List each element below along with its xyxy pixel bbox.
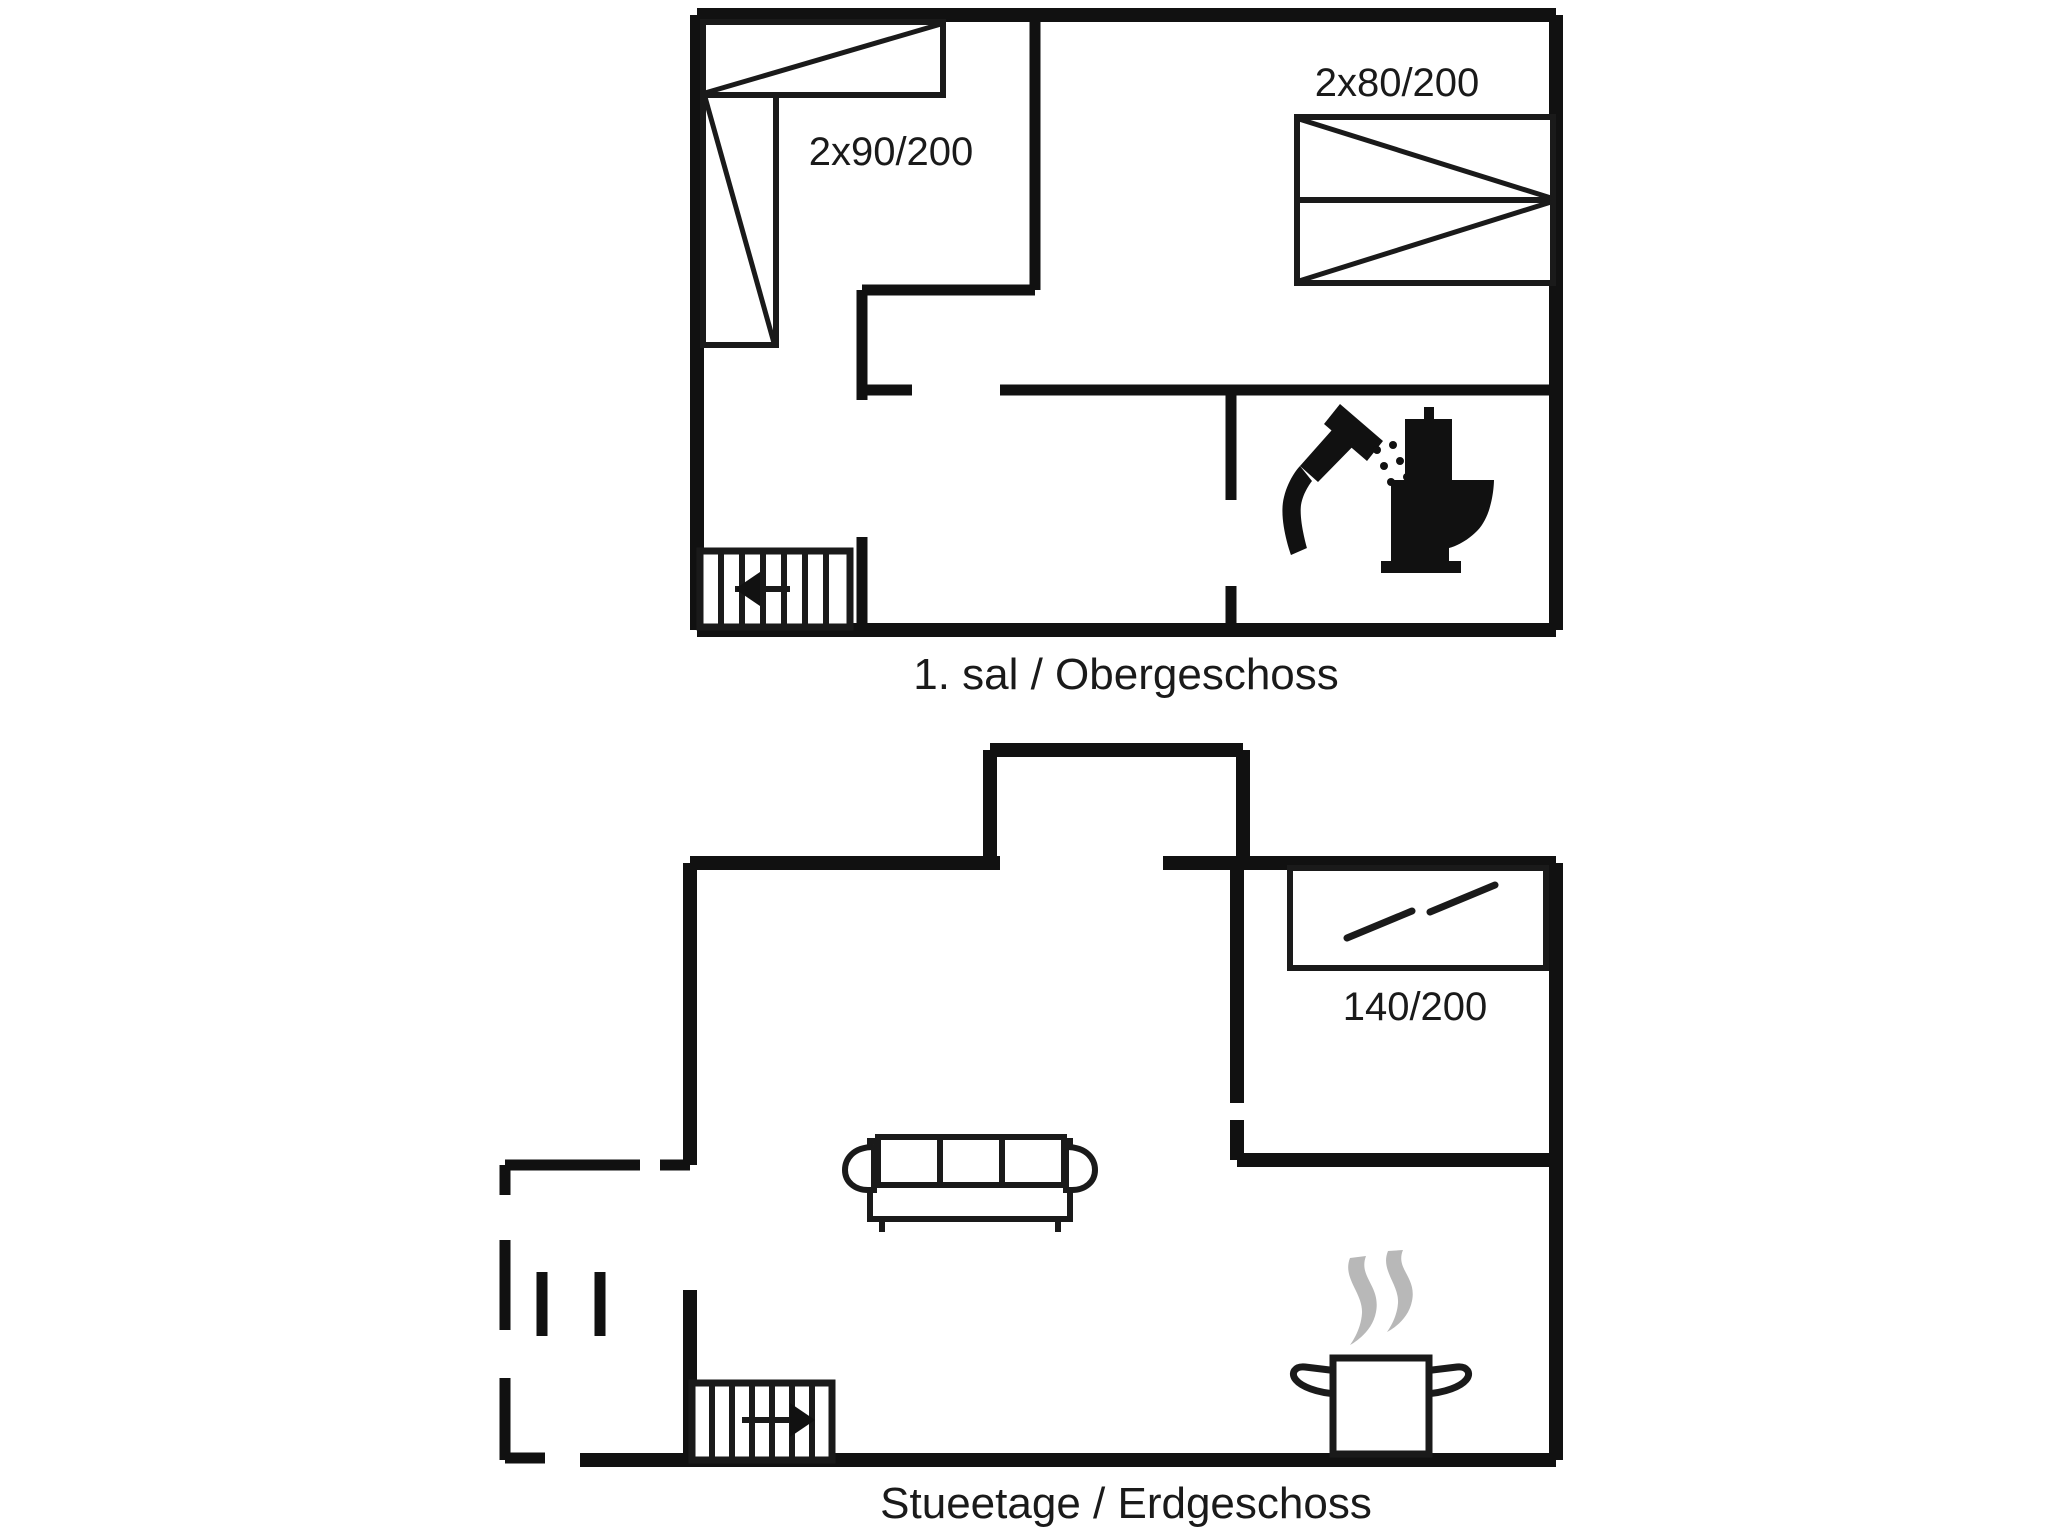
toilet-flush-button bbox=[1424, 407, 1434, 419]
pot-handle-left bbox=[1289, 1363, 1342, 1398]
sofa-back bbox=[875, 1134, 1067, 1188]
bed-80-upper-diagonal bbox=[1298, 116, 1552, 201]
toilet-icon bbox=[1381, 407, 1494, 573]
shower-hose-lower bbox=[1282, 466, 1312, 555]
bed-90-horizontal-diagonal bbox=[704, 21, 942, 96]
upper-floor-group: 2x90/200 2x80/200 bbox=[690, 8, 1563, 699]
upper-bedroom-right: 2x80/200 bbox=[1294, 61, 1556, 286]
upper-bathroom-icons bbox=[1282, 404, 1494, 573]
upper-bedroom-left: 2x90/200 bbox=[700, 18, 1041, 400]
toilet-bowl bbox=[1405, 480, 1494, 562]
bed-140-pillow-left bbox=[1343, 907, 1416, 942]
arrow-left-icon bbox=[735, 572, 760, 606]
ground-floor-group: 140/200 bbox=[499, 743, 1563, 1528]
sofa-arm-right bbox=[1063, 1143, 1099, 1193]
bed-label-2x90: 2x90/200 bbox=[809, 130, 974, 174]
pot-handle-right bbox=[1420, 1363, 1473, 1398]
bed-140-double bbox=[1287, 865, 1549, 971]
steam-left bbox=[1348, 1256, 1377, 1345]
shower-head bbox=[1324, 404, 1383, 461]
staircase-up-icon bbox=[683, 1290, 836, 1464]
cooking-pot-icon bbox=[1289, 1250, 1473, 1458]
toilet-cistern bbox=[1405, 419, 1452, 491]
bed-90-vertical-diagonal bbox=[702, 96, 777, 344]
bed-80-lower-diagonal bbox=[1298, 199, 1552, 284]
pot-body bbox=[1329, 1354, 1433, 1458]
toilet-body bbox=[1391, 480, 1405, 562]
ground-floor-label: Stueetage / Erdgeschoss bbox=[880, 1479, 1372, 1528]
sofa-icon bbox=[841, 1134, 1099, 1232]
arrow-right-icon bbox=[790, 1403, 815, 1437]
sofa-arm-left bbox=[841, 1143, 877, 1193]
terrace-outline bbox=[499, 1159, 690, 1464]
upper-interior-walls bbox=[1000, 384, 1556, 630]
steam-right bbox=[1386, 1250, 1413, 1332]
ground-bedroom-right: 140/200 bbox=[1230, 865, 1556, 1167]
bed-label-140: 140/200 bbox=[1343, 985, 1488, 1029]
upper-floor-label: 1. sal / Obergeschoss bbox=[913, 650, 1339, 699]
bed-label-2x80: 2x80/200 bbox=[1315, 61, 1480, 105]
toilet-base bbox=[1381, 561, 1461, 573]
staircase-down-icon bbox=[696, 537, 868, 631]
ground-top-projection bbox=[983, 743, 1250, 863]
bed-140-pillow-right bbox=[1426, 881, 1499, 916]
